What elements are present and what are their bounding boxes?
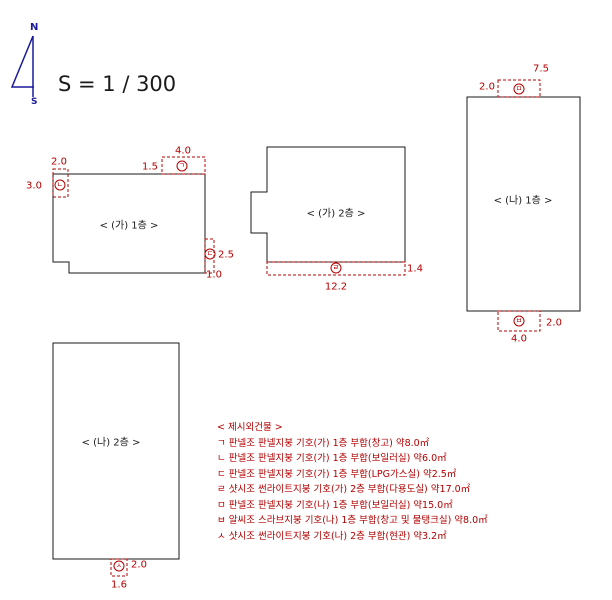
- marker-giyeok: ㄱ: [176, 160, 188, 172]
- dim-na1-bottom-right: 2.0: [546, 317, 562, 329]
- legend-item: ㄷ 판넬조 판넬지붕 기호(가) 1층 부합(LPG가스실) 약2.5㎡: [217, 468, 457, 480]
- marker-siot: ㅅ: [113, 560, 125, 572]
- building-ga-1f-label: < (가) 1층 >: [99, 220, 159, 232]
- legend: < 제시외건물 > ㄱ 판넬조 판넬지붕 기호(가) 1층 부합(창고) 약8.…: [217, 420, 488, 544]
- building-na-1f-label: < (나) 1층 >: [493, 195, 553, 207]
- building-ga-2f-label: < (가) 2층 >: [306, 208, 366, 220]
- dim-ga1-right-a: 2.5: [218, 249, 234, 261]
- north-label: N: [30, 22, 39, 33]
- marker-mieum: ㅁ: [513, 83, 525, 95]
- legend-item: ㅂ 알씨조 스라브지붕 기호(나) 1층 부합(창고 및 물탱크실) 약8.0㎡: [217, 515, 488, 526]
- dim-na1-bottom-width: 4.0: [511, 333, 527, 345]
- legend-item: ㄹ 샷시조 썬라이트지붕 기호(가) 2층 부합(다용도실) 약17.0㎡: [217, 484, 471, 495]
- marker-bieup: ㅂ: [513, 315, 525, 327]
- dim-ga1-top-left: 2.0: [51, 156, 67, 168]
- dim-ga2-bottom-depth: 1.4: [407, 263, 423, 275]
- scale-text: S = 1 / 300: [58, 72, 177, 96]
- legend-title: < 제시외건물 >: [217, 422, 283, 433]
- dim-ga1-right-b: 1.0: [206, 269, 222, 281]
- legend-item: ㄴ 판넬조 판넬지붕 기호(가) 1층 부합(보일러실) 약6.0㎡: [217, 453, 447, 464]
- annex-ga-1f-top-box: [161, 156, 206, 175]
- marker-digeut: ㄷ: [204, 248, 216, 260]
- marker-nieun: ㄴ: [54, 179, 66, 191]
- legend-item: ㅅ 샷시조 썬라이트지붕 기호(나) 2층 부합(현관) 약3.2㎡: [217, 530, 447, 542]
- building-na-2f-outline: [52, 342, 180, 560]
- dim-ga1-left: 3.0: [26, 180, 42, 192]
- building-na-2f-label: < (나) 2층 >: [81, 437, 141, 449]
- legend-item: ㄱ 판넬조 판넬지붕 기호(가) 1층 부합(창고) 약8.0㎡: [217, 437, 430, 449]
- building-ga-2f-outline: [250, 146, 406, 263]
- annex-ga-1f-left-box: [52, 168, 69, 198]
- annex-na-1f-top-box: [497, 79, 541, 98]
- dim-na2-bottom-right: 2.0: [131, 559, 147, 571]
- annex-na-1f-bottom-box: [497, 310, 541, 332]
- annex-na-2f-bottom-box: [110, 558, 128, 577]
- dim-ga2-bottom-width: 12.2: [324, 281, 348, 293]
- dim-na1-top-left: 2.0: [479, 81, 495, 93]
- north-arrow: [10, 35, 34, 97]
- dim-na2-bottom-width: 1.6: [111, 579, 127, 591]
- dim-ga1-top-a: 1.5: [142, 161, 158, 173]
- dim-na1-top-width: 7.5: [533, 63, 549, 75]
- annex-ga-2f-bottom-box: [266, 261, 406, 276]
- dim-ga1-top-b: 4.0: [175, 145, 191, 157]
- south-label: S: [31, 97, 38, 107]
- marker-rieul: ㄹ: [330, 262, 342, 274]
- legend-item: ㅁ 판넬조 판넬지붕 기호(나) 1층 부합(보일러실) 약15.0㎡: [217, 499, 453, 511]
